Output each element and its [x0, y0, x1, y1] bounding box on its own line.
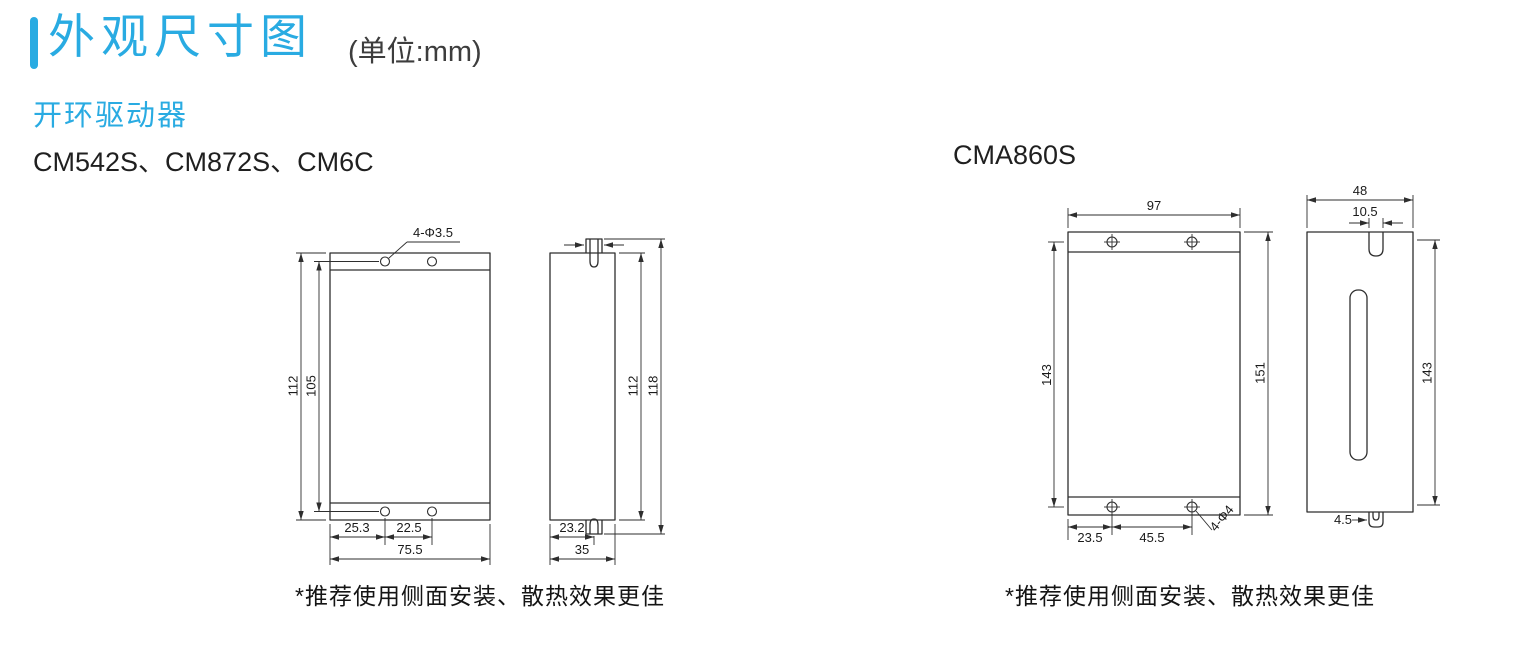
left-front-dim-height-112: 112 [285, 252, 326, 521]
right-front-dim-143-text: 143 [1040, 364, 1054, 386]
left-side-dim-35-text: 35 [575, 542, 589, 557]
left-side-dim-23-2-text: 23.2 [559, 520, 584, 535]
right-front-dim-width-97: 97 [1067, 198, 1241, 228]
right-dimension-drawing: 97 143 151 23.5 45.5 4-Φ4 [1040, 185, 1440, 545]
note-right: *推荐使用侧面安装、散热效果更佳 [1005, 583, 1375, 609]
right-side-dim-slot-10-5: 10.5 [1349, 204, 1403, 228]
section-subtitle: 开环驱动器 [33, 100, 189, 132]
right-side-dim-width-48: 48 [1306, 185, 1414, 228]
right-side-dim-143-text: 143 [1419, 362, 1434, 384]
right-front-dim-23-5-text: 23.5 [1077, 530, 1102, 545]
page-title: 外观尺寸图 [48, 10, 313, 63]
right-front-hole-callout: 4-Φ4 [1195, 502, 1237, 534]
left-side-dim-height-112: 112 [619, 252, 645, 521]
left-front-dim-height-112-text: 112 [285, 376, 300, 397]
right-side-dim-48-text: 48 [1353, 185, 1367, 198]
right-front-dim-151-text: 151 [1252, 362, 1267, 384]
right-front-dim-45-5-text: 45.5 [1139, 530, 1164, 545]
right-front-dim-height-143: 143 [1040, 241, 1064, 508]
right-side-dim-height-143: 143 [1417, 239, 1440, 506]
right-side-view-outline [1306, 231, 1414, 528]
left-side-dim-height-118: 118 [604, 238, 665, 535]
right-front-view-outline [1067, 231, 1241, 516]
left-front-dim-height-105: 105 [303, 261, 379, 512]
left-dimension-drawing: 4-Φ3.5 112 105 25.3 22.5 75.5 [285, 225, 665, 565]
right-front-dim-height-151: 151 [1244, 231, 1273, 516]
left-front-hole-callout: 4-Φ3.5 [388, 225, 460, 259]
left-front-hole-callout-text: 4-Φ3.5 [413, 225, 453, 240]
model-label-left: CM542S、CM872S、CM6C [33, 147, 374, 177]
left-front-dim-22-5-text: 22.5 [396, 520, 421, 535]
left-front-view-outline [329, 252, 491, 521]
right-side-dim-10-5-text: 10.5 [1352, 204, 1377, 219]
note-left: *推荐使用侧面安装、散热效果更佳 [295, 583, 665, 609]
right-front-hole-callout-text: 4-Φ4 [1206, 502, 1236, 534]
right-front-bottom-dims: 23.5 45.5 [1067, 514, 1193, 545]
left-side-dim-height-118-text: 118 [645, 376, 660, 397]
model-label-right: CMA860S [953, 140, 1077, 170]
left-front-dim-height-105-text: 105 [303, 375, 318, 397]
unit-label: (单位:mm) [348, 36, 482, 68]
left-side-bottom-dims: 23.2 35 [549, 520, 616, 565]
left-side-dim-height-112-text: 112 [625, 376, 640, 397]
left-front-dim-25-3-text: 25.3 [344, 520, 369, 535]
right-side-dim-tab-4-5: 4.5 [1334, 512, 1367, 527]
title-accent-bar [30, 17, 38, 69]
left-front-bottom-dims: 25.3 22.5 75.5 [329, 518, 491, 565]
left-side-view-outline [549, 238, 624, 535]
right-front-dim-97-text: 97 [1147, 198, 1161, 213]
left-front-dim-75-5-text: 75.5 [397, 542, 422, 557]
right-side-dim-4-5-text: 4.5 [1334, 512, 1352, 527]
